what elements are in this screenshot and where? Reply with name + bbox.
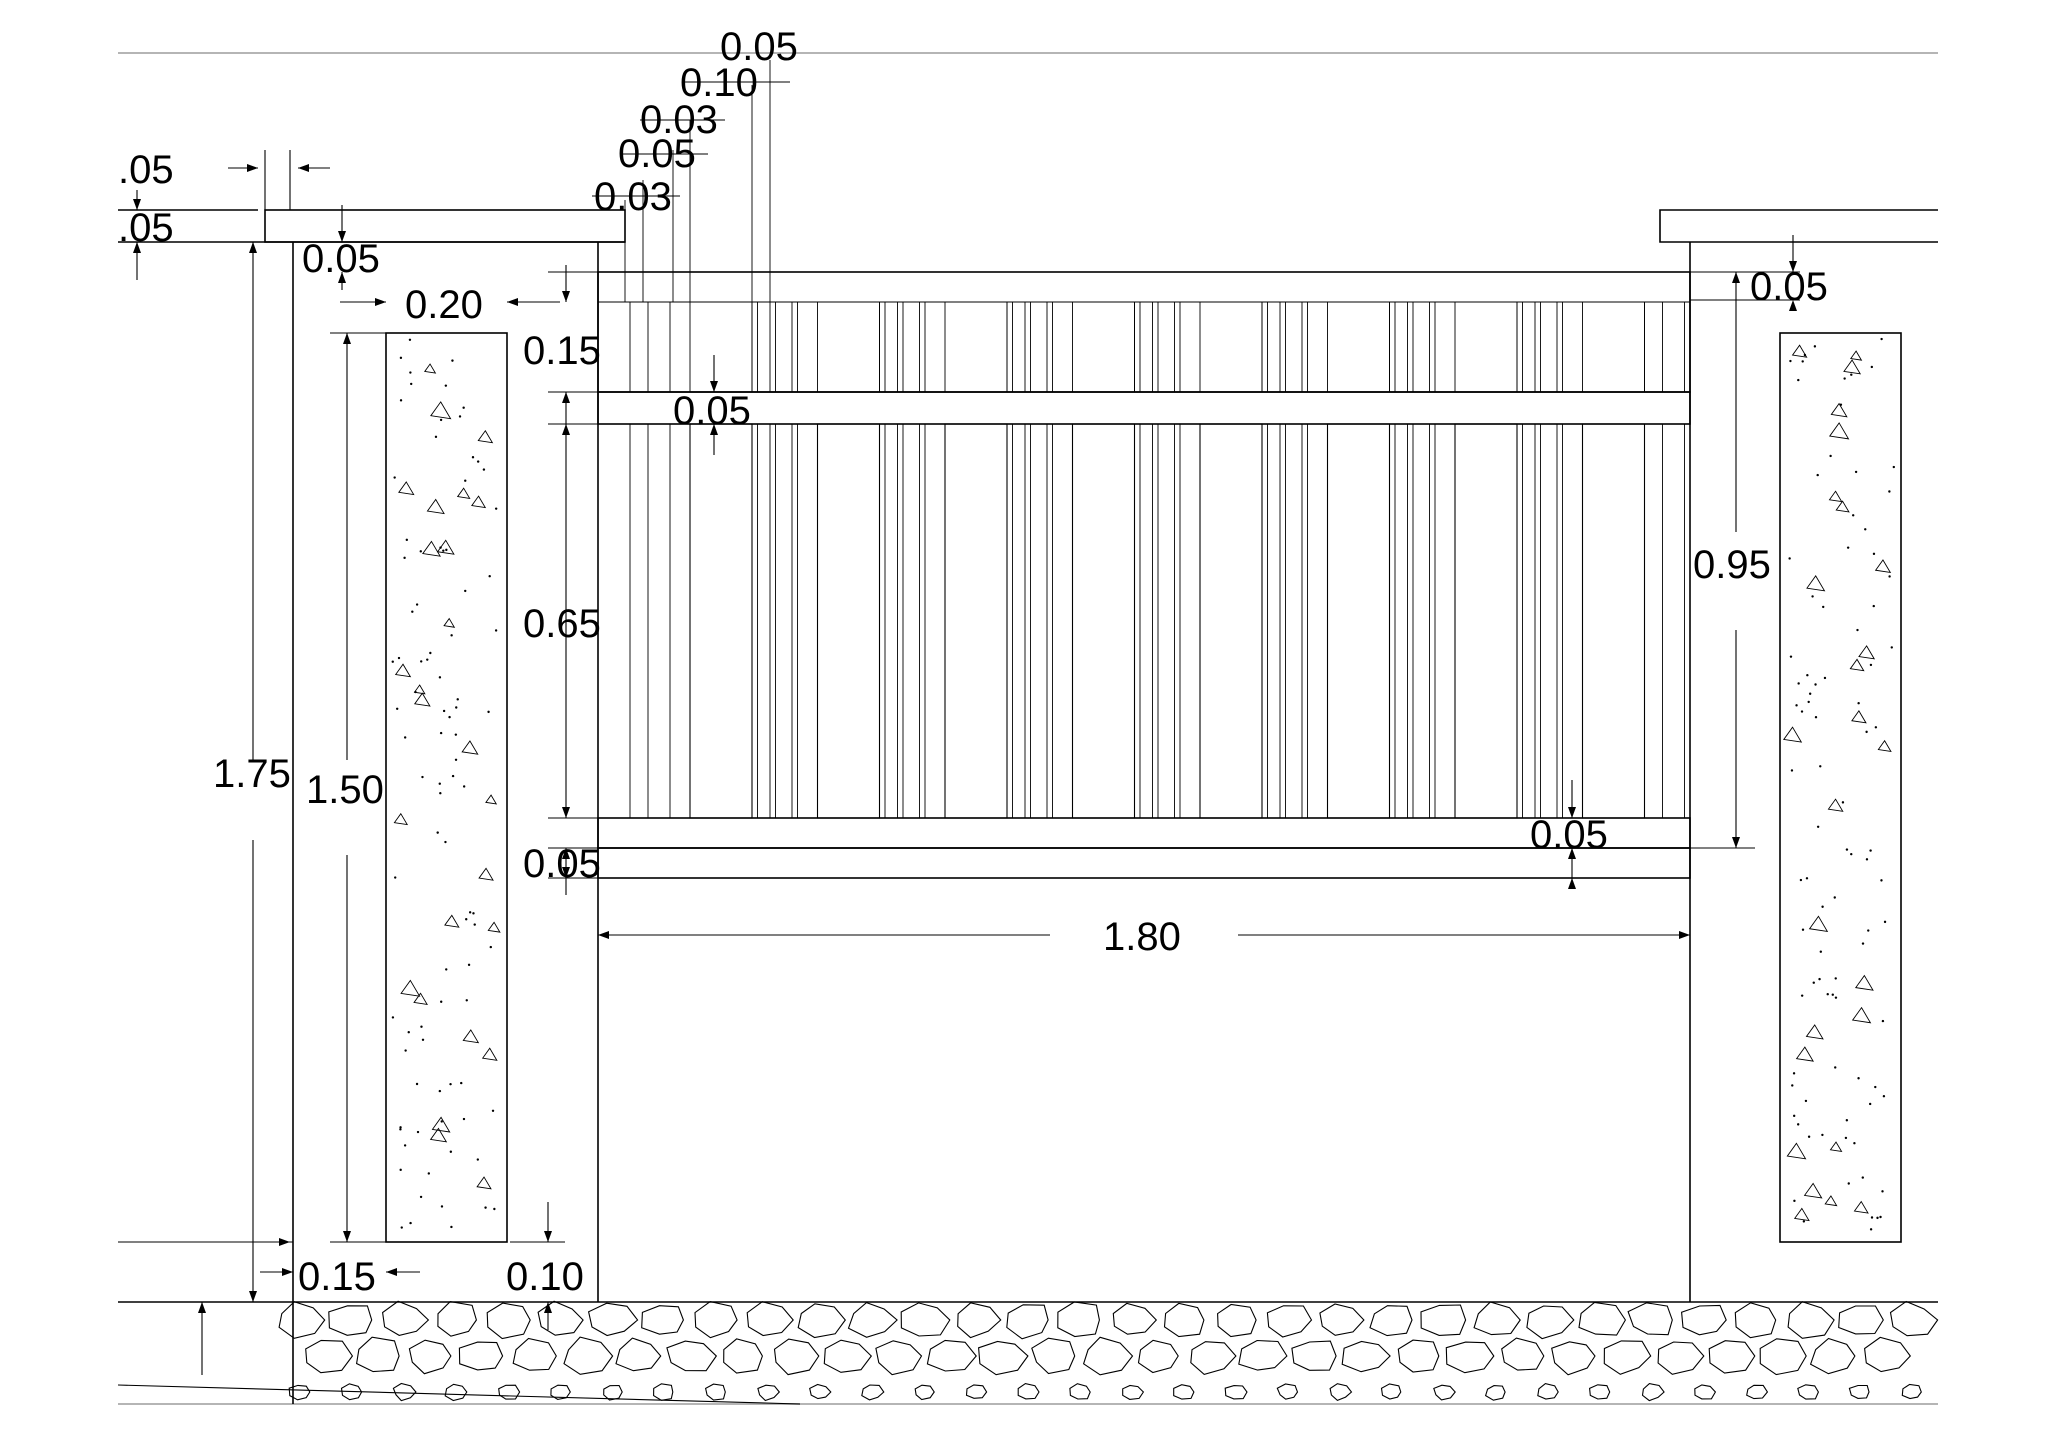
dim-pier-total-height: 1.75 bbox=[213, 752, 291, 796]
dim-bottom-rail-height: 0.05 bbox=[1530, 813, 1608, 857]
dim-pier-core-width: 0.20 bbox=[405, 283, 483, 327]
hatched-panel bbox=[1326, 423, 1391, 819]
left-concrete-core bbox=[385, 332, 508, 1243]
dim-pier-side-offset: 0.15 bbox=[298, 1255, 376, 1299]
fence-panel bbox=[597, 271, 1691, 879]
dim-infill-height: 0.65 bbox=[523, 602, 601, 646]
dim-panel-width: 1.80 bbox=[1103, 915, 1181, 959]
dim-rail-gap-bottom: 0.05 bbox=[523, 842, 601, 886]
dimension-lines bbox=[118, 60, 1800, 1375]
dim-top-cap-offset: .05 bbox=[118, 148, 174, 192]
dim-pier-base-offset: 0.10 bbox=[506, 1255, 584, 1299]
dimension-labels: .05 .05 0.05 0.20 0.15 0.05 0.65 1.75 1.… bbox=[118, 25, 1828, 1299]
dim-rail-gap-top: 0.05 bbox=[673, 389, 751, 433]
hatched-panel bbox=[1071, 423, 1136, 819]
dim-cap-gap: 0.05 bbox=[302, 237, 380, 281]
panel-slats bbox=[629, 302, 1685, 818]
dim-right-cap-gap: 0.05 bbox=[1750, 265, 1828, 309]
left-core-aggregate bbox=[391, 338, 501, 1229]
hatched-panel bbox=[689, 423, 753, 819]
right-pier bbox=[1659, 209, 1938, 1302]
right-core-aggregate bbox=[1782, 337, 1896, 1231]
hatched-panel bbox=[944, 423, 1008, 819]
hatched-panel bbox=[816, 423, 881, 819]
rubble-stones bbox=[278, 1300, 1939, 1402]
dim-top-cap-thickness: .05 bbox=[118, 206, 174, 250]
dim-pier-core-height: 1.50 bbox=[306, 768, 384, 812]
dim-panel-height: 0.95 bbox=[1693, 543, 1771, 587]
right-concrete-core bbox=[1779, 332, 1902, 1243]
dimension-arrows bbox=[133, 164, 1797, 1313]
dim-top-rail-height: 0.15 bbox=[523, 329, 601, 373]
hatched-infill-panels bbox=[689, 423, 1646, 819]
hatched-panel bbox=[1199, 423, 1263, 819]
dim-slat-e: 0.05 bbox=[720, 25, 798, 69]
dim-slat-a: 0.03 bbox=[594, 175, 672, 219]
hatched-panel bbox=[1454, 423, 1518, 819]
dim-slat-d: 0.10 bbox=[680, 61, 758, 105]
dim-slat-b: 0.05 bbox=[618, 132, 696, 176]
ground-rubble bbox=[117, 1300, 1939, 1405]
dim-slat-c: 0.03 bbox=[640, 98, 718, 142]
hatched-panel bbox=[1581, 423, 1646, 819]
